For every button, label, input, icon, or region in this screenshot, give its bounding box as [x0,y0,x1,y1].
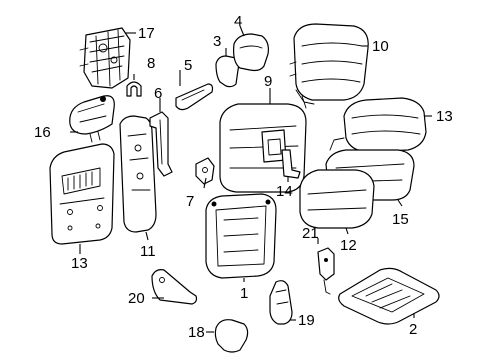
callout-5: 5 [184,57,192,74]
part-1-seat-back-frame [205,193,277,279]
callout-12: 12 [340,237,357,254]
part-4-headrest [233,33,269,72]
callout-3: 3 [213,33,221,50]
callout-6: 6 [154,85,162,102]
part-21-belt-buckle [317,247,335,295]
part-3-headrest-guide [215,55,240,88]
part-13-seat-back-panel [49,143,115,245]
callout-4: 4 [234,13,242,30]
part-6-recliner-lever [149,111,173,177]
callout-16: 16 [34,124,51,141]
part-5-handle-cover [175,83,214,111]
callout-1: 1 [240,285,248,302]
callout-20: 20 [128,290,145,307]
callout-7: 7 [186,193,194,210]
part-17-seat-adjuster [79,27,131,89]
part-2-seat-pan [338,267,440,325]
part-12-seat-cushion [299,169,375,229]
callout-2: 2 [409,321,417,338]
callout-17: 17 [138,25,155,42]
callout-labels: 17 8 5 6 16 3 4 10 9 13 13 11 7 14 15 12… [34,13,453,341]
callout-21: 21 [302,225,319,242]
callout-10: 10 [372,38,389,55]
callout-14: 14 [276,183,293,200]
callout-19: 19 [298,312,315,329]
callout-13-right: 13 [436,108,453,125]
part-10-back-cushion [289,23,369,109]
part-8-clip [126,81,142,97]
callout-18: 18 [188,324,205,341]
part-20-belt-anchor [151,269,198,305]
part-9-seat-back-cover [219,103,307,193]
callout-11: 11 [140,243,156,260]
part-18-anchor-cover [214,319,249,353]
part-11-side-shield [119,115,157,233]
callout-13-left: 13 [71,255,88,272]
part-7-bracket [195,157,215,185]
part-16-recliner-actuator [69,95,115,143]
callout-9: 9 [264,73,272,90]
callout-15: 15 [392,211,409,228]
part-13-seat-cushion-pad [343,97,427,153]
part-19-buckle-strap [269,280,293,325]
part-14-support-rod [281,149,301,179]
callout-8: 8 [147,55,155,72]
leader-lines [70,25,432,333]
